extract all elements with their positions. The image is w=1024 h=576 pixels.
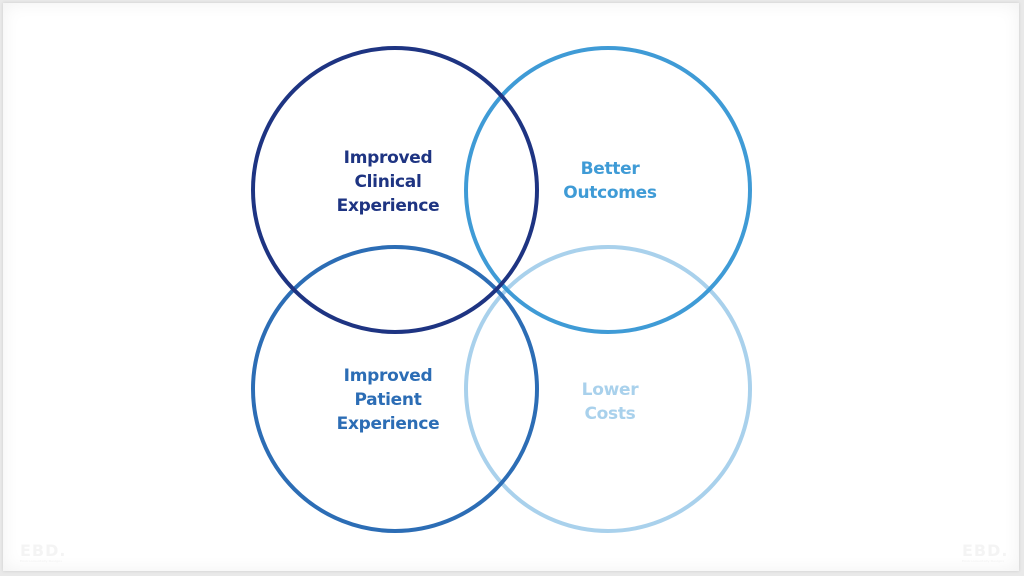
label-line: Costs xyxy=(584,404,636,424)
label-line: Experience xyxy=(336,196,440,216)
watermark-logo: EBD. xyxy=(962,541,1009,560)
label-line: Experience xyxy=(336,414,440,434)
circle-outcomes xyxy=(464,46,752,334)
label-costs: Lower Costs xyxy=(510,378,710,426)
watermark-logo: EBD. xyxy=(20,541,67,560)
label-line: Improved xyxy=(343,366,433,386)
label-line: Lower xyxy=(581,380,639,400)
circle-patient xyxy=(251,245,539,533)
label-line: Clinical xyxy=(354,172,422,192)
circle-costs xyxy=(464,245,752,533)
watermark-tagline: Environmentally Designs xyxy=(20,559,63,563)
watermark-tagline: Environmentally Designs xyxy=(962,559,1005,563)
label-line: Patient xyxy=(354,390,422,410)
watermark-left: EBD. Environmentally Designs xyxy=(20,541,67,564)
label-outcomes: Better Outcomes xyxy=(510,157,710,205)
label-line: Improved xyxy=(343,148,433,168)
watermark-right: EBD. Environmentally Designs xyxy=(962,541,1009,564)
label-clinical: Improved Clinical Experience xyxy=(288,146,488,218)
label-patient: Improved Patient Experience xyxy=(288,364,488,436)
label-line: Better xyxy=(580,159,640,179)
circle-clinical xyxy=(251,46,539,334)
label-line: Outcomes xyxy=(563,183,657,203)
